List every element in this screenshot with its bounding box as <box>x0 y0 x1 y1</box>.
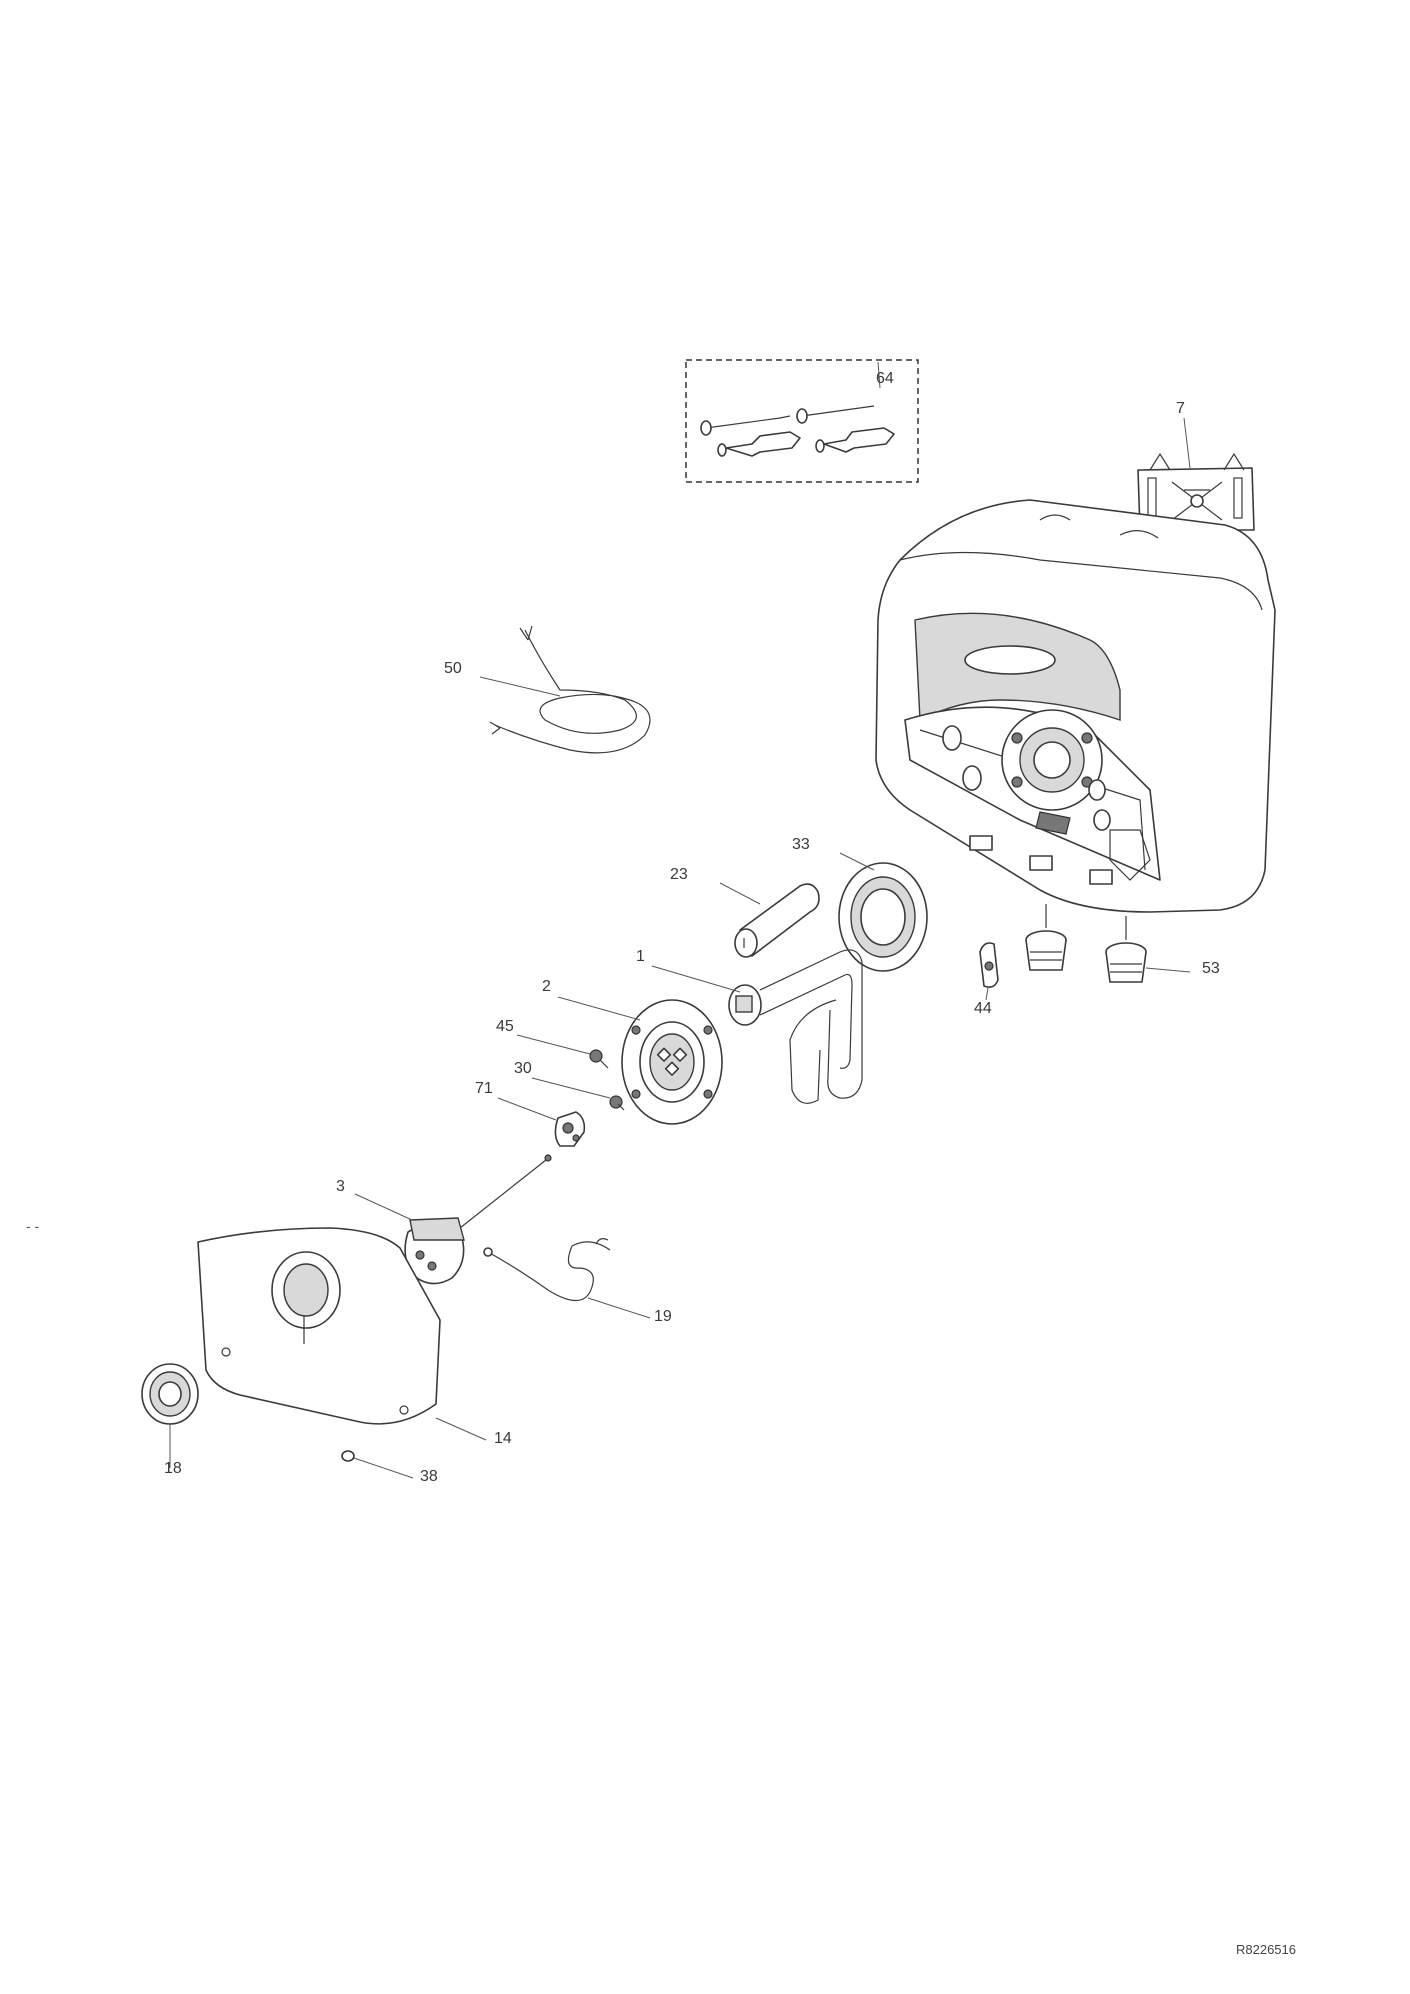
earth-clip-part-44 <box>979 942 999 988</box>
callout-53: 53 <box>1202 960 1220 977</box>
leader-lines <box>169 361 1191 1479</box>
callout-64: 64 <box>876 370 894 387</box>
flange-gasket-part-33 <box>838 862 928 972</box>
callout-23: 23 <box>670 866 688 883</box>
thermostat-part-3 <box>404 1154 552 1285</box>
callout-19: 19 <box>654 1308 672 1325</box>
callout-18: 18 <box>164 1460 182 1477</box>
callout-45: 45 <box>496 1018 514 1035</box>
plug-cap-part-38 <box>341 1450 355 1462</box>
power-cable-part-50 <box>489 625 651 754</box>
anode-rod-part-23 <box>734 883 820 958</box>
callout-38: 38 <box>420 1468 438 1485</box>
flange-plate-part-2 <box>621 999 723 1125</box>
callout-33: 33 <box>792 836 810 853</box>
thermostat-wire-part-19 <box>483 1238 611 1302</box>
callout-7: 7 <box>1176 400 1185 417</box>
screw-part-45 <box>589 1049 609 1069</box>
callout-1: 1 <box>636 948 645 965</box>
callout-30: 30 <box>514 1060 532 1077</box>
drawing-reference-code: R8226516 <box>1236 1942 1296 1957</box>
callout-44: 44 <box>974 1000 992 1017</box>
stray-mark: - - <box>26 1218 40 1234</box>
callout-3: 3 <box>336 1178 345 1195</box>
front-cover-part-14 <box>197 1227 441 1425</box>
dielectric-fittings-part-53 <box>1025 904 1147 983</box>
callout-71: 71 <box>475 1080 493 1097</box>
heating-element-part-1 <box>728 949 863 1104</box>
screw-part-30 <box>609 1095 625 1111</box>
water-heater-tank-body <box>875 499 1276 913</box>
callout-2: 2 <box>542 978 551 995</box>
callout-14: 14 <box>494 1430 512 1447</box>
terminal-block-part-71 <box>554 1111 586 1147</box>
fixing-kit-part-64 <box>685 359 919 483</box>
control-knob-part-18 <box>141 1363 199 1425</box>
wall-bracket-part-7 <box>1137 452 1255 531</box>
callout-50: 50 <box>444 660 462 677</box>
